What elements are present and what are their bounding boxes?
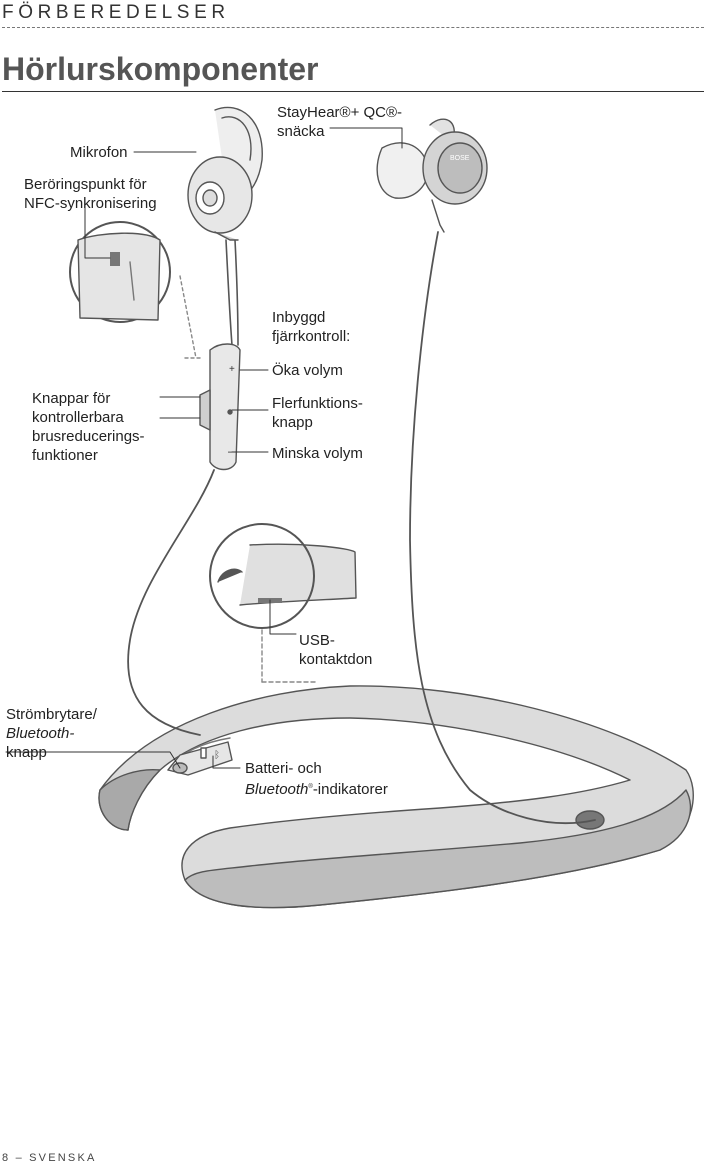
page-title: Hörlurskomponenter <box>2 51 319 87</box>
multifunction-button-icon <box>227 409 233 415</box>
power-bluetooth-label: Strömbrytare/ Bluetooth- knapp <box>6 706 97 761</box>
stayhear-label: StayHear®+ QC®- snäcka <box>277 104 403 140</box>
section-divider <box>2 27 704 28</box>
noise-control-label: Knappar för kontrollerbara brusreducerin… <box>32 390 145 464</box>
right-earbud: BOSE <box>376 118 488 233</box>
volume-down-icon: – <box>228 444 235 458</box>
section-label: FÖRBEREDELSER <box>2 2 230 23</box>
multifunction-button-label: Flerfunktions- knapp <box>272 395 363 431</box>
volume-up-label: Öka volym <box>272 362 343 379</box>
nfc-label: Beröringspunkt för NFC-synkronisering <box>24 176 157 212</box>
title-divider <box>2 91 704 92</box>
volume-down-label: Minska volym <box>272 445 363 462</box>
usb-port <box>575 810 605 830</box>
inline-remote-label: Inbyggd fjärrkontroll: <box>272 309 351 345</box>
volume-up-icon: + <box>229 364 235 375</box>
right-cable <box>409 231 596 824</box>
svg-text:BOSE: BOSE <box>450 155 470 162</box>
leader-lines <box>5 127 403 769</box>
usb-connector-label: USB- kontaktdon <box>299 632 373 668</box>
nfc-icon <box>110 252 120 266</box>
nfc-zoom-detail <box>69 221 201 359</box>
battery-bluetooth-indicators-label: Batteri- och Bluetooth®-indikatorer <box>245 760 388 798</box>
inline-remote: + – <box>199 343 241 471</box>
neckband <box>98 685 694 909</box>
page-footer: 8 – SVENSKA <box>2 1152 97 1164</box>
microphone-label: Mikrofon <box>70 144 128 161</box>
neckband-controls: ᛒ <box>167 741 233 776</box>
battery-indicator-icon <box>200 747 207 759</box>
bluetooth-indicator-icon: ᛒ <box>214 750 220 761</box>
left-cable <box>127 469 215 736</box>
left-earbud <box>187 106 263 241</box>
